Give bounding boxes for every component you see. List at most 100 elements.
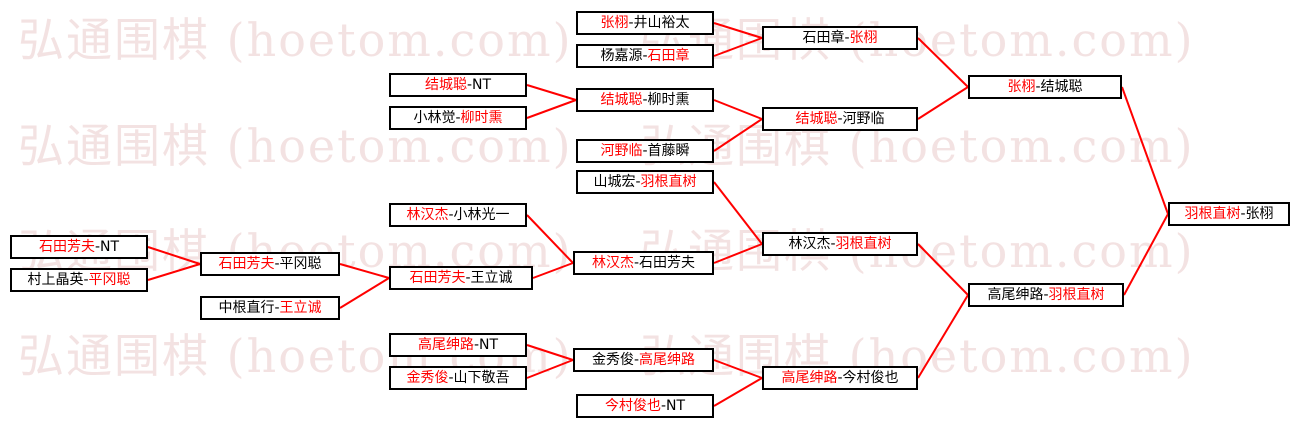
match-box[interactable]: 羽根直树-张栩: [1168, 202, 1290, 226]
player-loser: 中根直行: [218, 300, 275, 316]
player-winner: 石田章: [647, 48, 690, 64]
match-box[interactable]: 结城聪-柳时熏: [576, 88, 714, 112]
match-box[interactable]: 金秀俊-山下敬吾: [389, 366, 527, 390]
player-separator: -: [642, 92, 648, 108]
match-box[interactable]: 张栩-结城聪: [968, 75, 1122, 99]
player-loser: 高尾绅路: [987, 287, 1044, 303]
connector-line: [339, 277, 390, 309]
player-separator: -: [642, 143, 648, 159]
player-loser: 平冈聪: [279, 256, 322, 272]
player-loser: 王立诚: [470, 270, 513, 286]
connector-line: [917, 37, 969, 88]
player-separator: -: [274, 300, 280, 316]
player-separator: -: [837, 111, 843, 127]
player-winner: 柳时熏: [460, 110, 503, 126]
match-box[interactable]: 石田芳夫-平冈聪: [200, 252, 340, 276]
connector-line: [526, 84, 577, 101]
player-winner: 张栩: [600, 15, 629, 31]
connector-line: [917, 294, 969, 379]
connector-line: [526, 99, 577, 119]
player-loser: 金秀俊: [591, 352, 634, 368]
player-loser: 林汉杰: [788, 236, 831, 252]
player-separator: -: [465, 270, 471, 286]
player-winner: 张栩: [849, 30, 878, 46]
player-loser: 首藤瞬: [647, 143, 690, 159]
match-box[interactable]: 高尾绅路-羽根直树: [968, 283, 1124, 307]
player-winner: 石田芳夫: [409, 270, 466, 286]
watermark-text: 弘通围棋 (hoetom.com): [18, 13, 573, 67]
player-loser: 小林光一: [453, 207, 510, 223]
player-separator: -: [94, 239, 101, 255]
player-separator: -: [448, 370, 454, 386]
player-separator: -: [633, 352, 640, 368]
player-separator: -: [274, 256, 280, 272]
player-loser: NT: [100, 239, 120, 255]
player-winner: 石田芳夫: [38, 239, 95, 255]
match-box[interactable]: 林汉杰-石田芳夫: [573, 251, 714, 275]
player-loser: 结城聪: [1040, 79, 1083, 95]
match-box[interactable]: 石田芳夫-NT: [10, 235, 148, 259]
player-winner: 羽根直树: [1184, 206, 1241, 222]
player-loser: 石田芳夫: [639, 255, 696, 271]
match-box[interactable]: 结城聪-河野临: [762, 107, 918, 131]
player-separator: -: [448, 207, 454, 223]
match-box[interactable]: 林汉杰-羽根直树: [762, 232, 918, 256]
player-winner: 平冈聪: [88, 272, 131, 288]
player-winner: 结城聪: [424, 77, 467, 93]
match-box[interactable]: 林汉杰-小林光一: [389, 203, 527, 227]
player-separator: -: [473, 337, 480, 353]
match-box[interactable]: 石田章-张栩: [762, 26, 918, 50]
match-box[interactable]: 张栩-井山裕太: [576, 11, 714, 35]
player-loser: 山城宏: [593, 174, 636, 190]
player-separator: -: [83, 272, 89, 288]
match-box[interactable]: 今村俊也-NT: [576, 394, 714, 418]
player-separator: -: [455, 110, 461, 126]
match-box[interactable]: 石田芳夫-王立诚: [389, 266, 533, 290]
player-loser: 今村俊也: [842, 370, 899, 386]
connector-line: [713, 359, 763, 379]
match-box[interactable]: 河野临-首藤瞬: [576, 139, 714, 163]
player-winner: 王立诚: [279, 300, 322, 316]
player-winner: 林汉杰: [591, 255, 634, 271]
player-winner: 石田芳夫: [218, 256, 275, 272]
player-loser: 山下敬吾: [453, 370, 510, 386]
player-separator: -: [844, 30, 850, 46]
connector-line: [713, 99, 763, 120]
match-box[interactable]: 高尾绅路-今村俊也: [762, 366, 918, 390]
player-winner: 林汉杰: [406, 207, 449, 223]
player-winner: 今村俊也: [604, 398, 661, 414]
connector-line: [713, 243, 763, 264]
player-winner: 羽根直树: [1048, 287, 1105, 303]
match-box[interactable]: 金秀俊-高尾绅路: [573, 348, 714, 372]
connector-line: [713, 22, 763, 39]
player-loser: 杨嘉源: [600, 48, 643, 64]
connector-line: [526, 214, 574, 264]
match-box[interactable]: 杨嘉源-石田章: [576, 44, 714, 68]
connector-line: [1123, 213, 1169, 296]
player-loser: 小林觉: [413, 110, 456, 126]
match-box[interactable]: 结城聪-NT: [389, 73, 527, 97]
player-winner: 高尾绅路: [417, 337, 474, 353]
player-loser: 河野临: [842, 111, 885, 127]
player-separator: -: [830, 236, 836, 252]
connector-line: [917, 86, 969, 120]
connector-line: [532, 262, 574, 279]
match-box[interactable]: 中根直行-王立诚: [200, 296, 340, 320]
connector-line: [713, 37, 763, 57]
player-loser: 柳时熏: [647, 92, 690, 108]
match-box[interactable]: 小林觉-柳时熏: [389, 106, 527, 130]
match-box[interactable]: 山城宏-羽根直树: [576, 170, 714, 194]
player-separator: -: [466, 77, 473, 93]
player-winner: 结城聪: [600, 92, 643, 108]
player-winner: 羽根直树: [640, 174, 697, 190]
connector-line: [147, 246, 201, 265]
match-box[interactable]: 村上晶英-平冈聪: [10, 268, 148, 292]
connector-line: [713, 118, 763, 152]
player-separator: -: [1035, 79, 1041, 95]
player-separator: -: [633, 255, 640, 271]
connector-line: [917, 243, 969, 296]
match-box[interactable]: 高尾绅路-NT: [389, 333, 527, 357]
player-winner: 金秀俊: [406, 370, 449, 386]
player-loser: 村上晶英: [27, 272, 84, 288]
player-separator: -: [642, 48, 648, 64]
